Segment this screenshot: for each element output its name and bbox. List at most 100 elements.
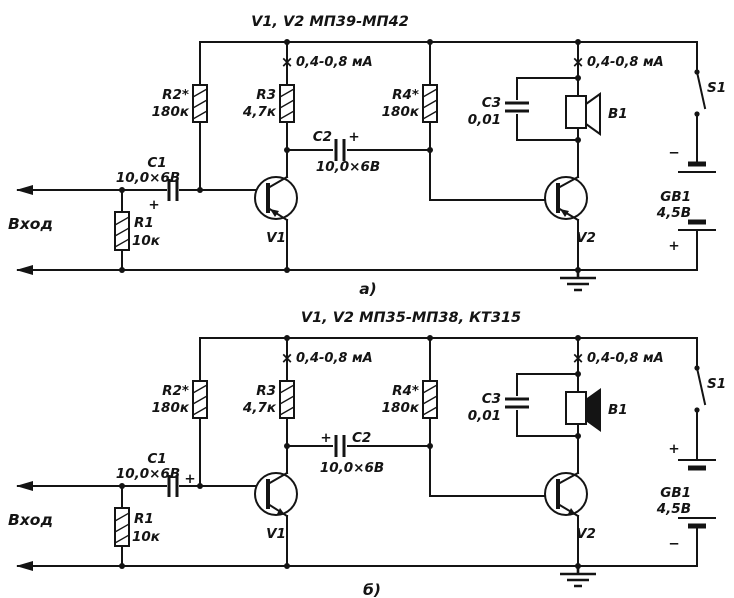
r4-ref: R4* [392, 383, 419, 399]
capacitor-c3-a: C3 0,01 [468, 95, 529, 128]
r1-value: 10к [132, 529, 161, 545]
emitter-arrow-icon [277, 508, 285, 515]
resistor-r4-a: R4* 180к [382, 84, 438, 123]
current-annotation-right-a: × 0,4-0,8 мА [572, 53, 664, 71]
circuit-b: V1, V2 МП35-МП38, КТ315 × 0,4-0,8 мА × 0… [8, 310, 726, 598]
c2-plus-sign: + [348, 129, 359, 145]
battery-gb1-a: − GB1 4,5В + [656, 145, 716, 254]
c1-value: 10,0×6В [116, 466, 180, 482]
s1-ref: S1 [707, 376, 726, 392]
resistor-r1-a: R1 10к [114, 211, 161, 251]
capacitor-c2-b: + C2 10,0×6В [320, 430, 384, 476]
r2-value: 180к [152, 104, 190, 120]
c1-plus-sign: + [148, 197, 159, 213]
circuit-a: V1, V2 МП39-МП42 × 0,4-0,8 мА × 0,4-0,8 … [8, 14, 726, 298]
input-label-a: Вход [8, 215, 53, 233]
circuit-a-title: V1, V2 МП39-МП42 [251, 14, 409, 30]
transistor-v2-b: V2 [544, 471, 596, 542]
capacitor-c2-a: C2 + 10,0×6В [313, 129, 380, 175]
speaker-b1-a: B1 [565, 92, 628, 136]
r3-ref: R3 [256, 87, 276, 103]
x-marker-icon: × [572, 53, 585, 71]
b1-ref: B1 [608, 402, 628, 418]
c3-value: 0,01 [468, 112, 501, 128]
gb1-ref: GB1 [660, 485, 691, 501]
resistor-r2-a: R2* 180к [152, 84, 208, 123]
battery-minus-sign: − [668, 145, 679, 161]
c3-ref: C3 [482, 391, 501, 407]
input-label-b: Вход [8, 511, 53, 529]
r3-value: 4,7к [242, 104, 277, 120]
switch-s1-a: S1 [694, 69, 726, 117]
ground-rail-arrow-b [16, 561, 33, 571]
r4-value: 180к [382, 104, 420, 120]
c2-plus-sign: + [320, 430, 331, 446]
emitter-arrow-icon [560, 209, 569, 217]
c2-value: 10,0×6В [320, 460, 384, 476]
transistor-v1-a: V1 [254, 175, 298, 246]
ground-rail-arrow-a [16, 265, 33, 275]
current-value: 0,4-0,8 мА [296, 351, 373, 366]
r2-ref: R2* [162, 87, 189, 103]
wiring-a [17, 41, 698, 271]
battery-minus-sign: − [668, 536, 679, 552]
v1-ref: V1 [266, 526, 286, 542]
x-marker-icon: × [281, 349, 294, 367]
speaker-cone-icon [585, 92, 601, 136]
current-annotation-right-b: × 0,4-0,8 мА [572, 349, 664, 367]
v1-ref: V1 [266, 230, 286, 246]
c2-ref: C2 [352, 430, 371, 446]
c2-value: 10,0×6В [316, 159, 380, 175]
r1-value: 10к [132, 233, 161, 249]
circuit-b-title: V1, V2 МП35-МП38, КТ315 [301, 310, 521, 326]
caption-a: а) [359, 280, 377, 298]
resistor-r1-b: R1 10к [114, 507, 161, 547]
wiring-b [17, 337, 698, 567]
r1-ref: R1 [134, 215, 154, 231]
switch-s1-b: S1 [694, 365, 726, 413]
capacitor-c1-b: C1 10,0×6В + [116, 451, 196, 497]
battery-plus-sign: + [668, 441, 679, 457]
v2-ref: V2 [576, 230, 596, 246]
current-annotation-left-a: × 0,4-0,8 мА [281, 53, 373, 71]
r4-value: 180к [382, 400, 420, 416]
x-marker-icon: × [572, 349, 585, 367]
junction-dots-a [119, 39, 581, 273]
caption-b: б) [363, 581, 381, 598]
x-marker-icon: × [281, 53, 294, 71]
ground-icon-a [560, 270, 596, 292]
battery-gb1-b: + GB1 4,5В − [656, 441, 716, 552]
resistor-r3-a: R3 4,7к [242, 84, 295, 123]
current-value: 0,4-0,8 мА [587, 55, 664, 70]
transistor-v2-a: V2 [544, 175, 596, 246]
s1-ref: S1 [707, 80, 726, 96]
resistor-r4-b: R4* 180к [382, 380, 438, 419]
speaker-b1-b: B1 [565, 388, 628, 432]
gb1-ref: GB1 [660, 189, 691, 205]
battery-plus-sign: + [668, 238, 679, 254]
resistor-r3-b: R3 4,7к [242, 380, 295, 419]
junction-dots-b [119, 335, 581, 569]
current-value: 0,4-0,8 мА [296, 55, 373, 70]
transistor-v1-b: V1 [254, 471, 298, 542]
c3-ref: C3 [482, 95, 501, 111]
c2-ref: C2 [313, 129, 332, 145]
gb1-value: 4,5В [656, 501, 691, 517]
emitter-arrow-icon [270, 209, 279, 217]
r1-ref: R1 [134, 511, 154, 527]
input-arrow-a [16, 185, 33, 195]
speaker-cone-icon [585, 388, 601, 432]
b1-ref: B1 [608, 106, 628, 122]
emitter-arrow-icon [568, 508, 576, 515]
ground-icon-b [560, 566, 596, 588]
capacitor-c1-a: C1 10,0×6В + [116, 155, 180, 213]
r4-ref: R4* [392, 87, 419, 103]
capacitor-c3-b: C3 0,01 [468, 391, 529, 424]
c1-value: 10,0×6В [116, 170, 180, 186]
resistor-r2-b: R2* 180к [152, 380, 208, 419]
r3-ref: R3 [256, 383, 276, 399]
r2-ref: R2* [162, 383, 189, 399]
input-arrow-b [16, 481, 33, 491]
